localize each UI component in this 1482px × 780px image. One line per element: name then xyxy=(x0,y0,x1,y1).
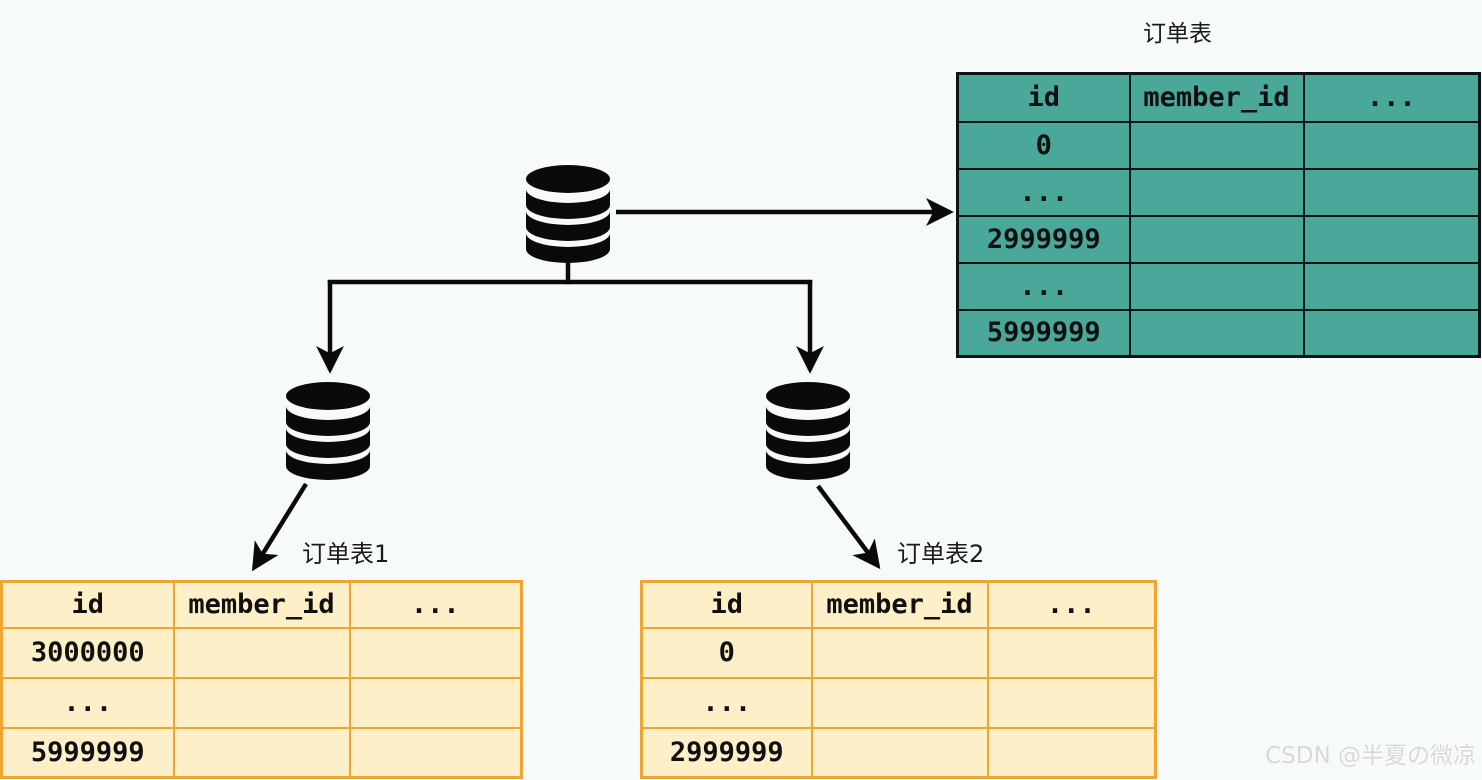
table-header-row: id member_id ... xyxy=(640,580,1157,629)
shard-order-table-1: id member_id ... 3000000 ... 5999999 xyxy=(0,580,523,779)
cell-id: 5999999 xyxy=(0,726,175,779)
column-header-more: ... xyxy=(348,580,523,629)
cell-id: ... xyxy=(956,261,1131,311)
cell-member-id xyxy=(810,626,989,679)
table-row: 2999999 xyxy=(956,214,1481,264)
column-header-member-id: member_id xyxy=(172,580,351,629)
csdn-watermark: CSDN @半夏の微凉 xyxy=(1265,743,1476,769)
cell-id: ... xyxy=(956,167,1131,217)
main-table-title: 订单表 xyxy=(1143,21,1212,47)
cell-more xyxy=(986,726,1157,779)
main-order-table: id member_id ... 0 ... 2999999 ... xyxy=(956,72,1481,358)
table-header-row: id member_id ... xyxy=(956,72,1481,123)
shard-database-2-icon xyxy=(766,382,850,480)
table-row: 5999999 xyxy=(0,726,523,779)
cell-id: ... xyxy=(640,676,813,729)
cell-more xyxy=(348,626,523,679)
cell-member-id xyxy=(1128,261,1305,311)
cell-id: 5999999 xyxy=(956,308,1131,358)
column-header-id: id xyxy=(0,580,175,629)
cell-id: ... xyxy=(0,676,175,729)
cell-more xyxy=(1302,214,1481,264)
cell-id: 2999999 xyxy=(640,726,813,779)
column-header-member-id: member_id xyxy=(1128,72,1305,123)
cell-more xyxy=(348,726,523,779)
cell-more xyxy=(1302,120,1481,170)
cell-member-id xyxy=(1128,308,1305,358)
shard-table-2-label: 订单表2 xyxy=(897,540,985,568)
table-header-row: id member_id ... xyxy=(0,580,523,629)
table-row: ... xyxy=(956,261,1481,311)
cell-more xyxy=(1302,167,1481,217)
arrow-shard-db-1-to-table-1 xyxy=(251,482,308,572)
column-header-more: ... xyxy=(986,580,1157,629)
main-database-icon xyxy=(526,165,610,263)
cell-member-id xyxy=(172,726,351,779)
cell-member-id xyxy=(172,676,351,729)
column-header-id: id xyxy=(640,580,813,629)
cell-id: 0 xyxy=(640,626,813,679)
cell-id: 3000000 xyxy=(0,626,175,679)
cell-id: 0 xyxy=(956,120,1131,170)
cell-more xyxy=(1302,308,1481,358)
table-row: 0 xyxy=(640,626,1157,679)
cell-more xyxy=(986,676,1157,729)
cell-member-id xyxy=(172,626,351,679)
column-header-member-id: member_id xyxy=(810,580,989,629)
table-row: 0 xyxy=(956,120,1481,170)
table-row: 3000000 xyxy=(0,626,523,679)
table-row: ... xyxy=(0,676,523,729)
cell-member-id xyxy=(1128,120,1305,170)
arrow-shard-db-2-to-table-2 xyxy=(816,484,881,570)
table-row: ... xyxy=(956,167,1481,217)
cell-id: 2999999 xyxy=(956,214,1131,264)
cell-member-id xyxy=(810,676,989,729)
cell-member-id xyxy=(1128,167,1305,217)
column-header-more: ... xyxy=(1302,72,1481,123)
shard-order-table-2: id member_id ... 0 ... 2999999 xyxy=(640,580,1157,779)
cell-member-id xyxy=(810,726,989,779)
cell-more xyxy=(1302,261,1481,311)
cell-member-id xyxy=(1128,214,1305,264)
cell-more xyxy=(986,626,1157,679)
shard-database-1-icon xyxy=(286,382,370,480)
table-row: ... xyxy=(640,676,1157,729)
table-row: 5999999 xyxy=(956,308,1481,358)
cell-more xyxy=(348,676,523,729)
table-row: 2999999 xyxy=(640,726,1157,779)
shard-table-1-label: 订单表1 xyxy=(302,540,390,568)
column-header-id: id xyxy=(956,72,1131,123)
